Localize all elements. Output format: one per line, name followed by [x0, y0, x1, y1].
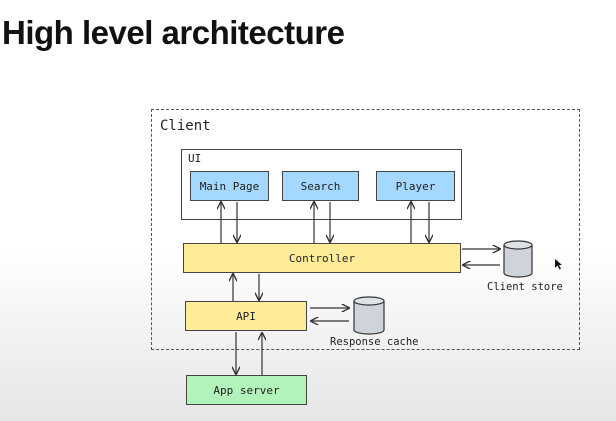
slide-title: High level architecture — [2, 14, 345, 51]
api-node: API — [185, 301, 307, 331]
client-store-cylinder — [503, 240, 533, 278]
ui-label: UI — [188, 152, 202, 165]
search-node: Search — [282, 171, 359, 201]
player-node: Player — [376, 171, 455, 201]
response-cache-cylinder — [353, 296, 385, 335]
controller-node: Controller — [183, 243, 461, 273]
mouse-cursor-icon — [555, 259, 562, 270]
client-boundary — [151, 109, 580, 350]
main-page-node: Main Page — [190, 171, 269, 201]
client-store-label: Client store — [487, 281, 563, 293]
client-label: Client — [160, 118, 211, 134]
app-server-node: App server — [186, 375, 307, 405]
response-cache-label: Response cache — [330, 336, 419, 348]
